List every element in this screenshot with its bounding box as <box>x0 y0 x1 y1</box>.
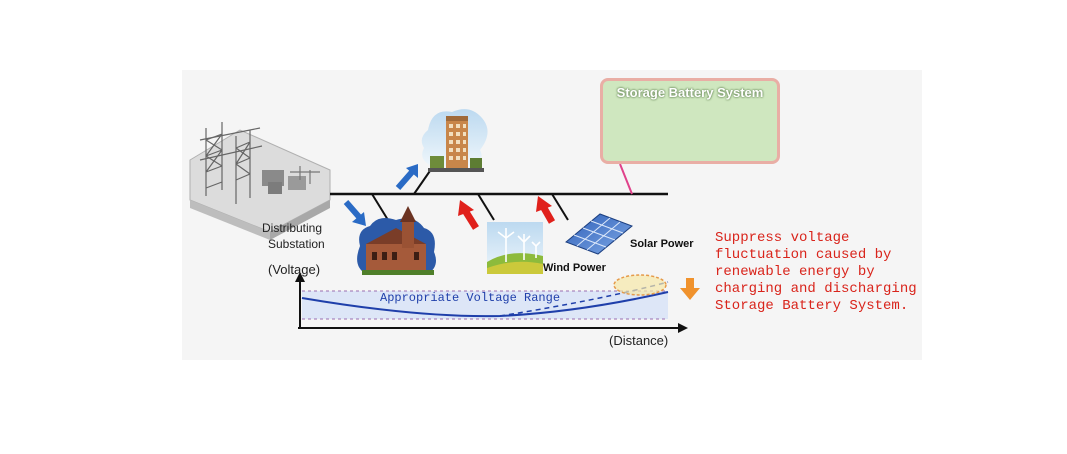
note-line-2: fluctuation caused by <box>715 247 892 263</box>
wind-turbine-icon <box>487 222 543 274</box>
wind-power-label: Wind Power <box>543 262 606 274</box>
storage-title: Storage Battery System <box>616 85 764 100</box>
substation-label-line2: Substation <box>268 237 325 251</box>
voltage-chart <box>295 272 688 333</box>
solar-feeder <box>551 193 569 221</box>
storage-connector-line <box>619 163 633 195</box>
blue-arrow-to-church <box>343 200 366 226</box>
overvoltage-highlight <box>613 274 667 296</box>
wind-feeder <box>477 193 495 221</box>
orange-down-arrow <box>680 278 700 300</box>
storage-battery-system-box: Storage Battery System <box>600 78 780 164</box>
note-line-4: charging and discharging <box>715 281 917 297</box>
substation-icon <box>189 122 331 240</box>
blue-arrow-to-building <box>395 164 418 190</box>
note-line-3: renewable energy by <box>715 264 875 280</box>
red-arrow-solar <box>536 196 556 224</box>
building-feeder <box>413 167 433 195</box>
church-icon <box>357 206 436 275</box>
voltage-curve-controlled <box>301 291 669 318</box>
note-line-1: Suppress voltage <box>715 230 850 246</box>
red-arrow-wind <box>458 200 479 230</box>
distance-axis-label: (Distance) <box>609 333 669 348</box>
solar-power-label: Solar Power <box>630 238 694 250</box>
solar-panel-icon <box>565 213 633 255</box>
church-feeder <box>371 193 389 221</box>
note-line-5: Storage Battery System. <box>715 298 909 314</box>
voltage-axis-label: (Voltage) <box>268 262 321 277</box>
substation-label-line1: Distributing <box>262 221 323 235</box>
voltage-range-label: Appropriate Voltage Range <box>380 291 561 305</box>
building-icon <box>421 109 488 172</box>
